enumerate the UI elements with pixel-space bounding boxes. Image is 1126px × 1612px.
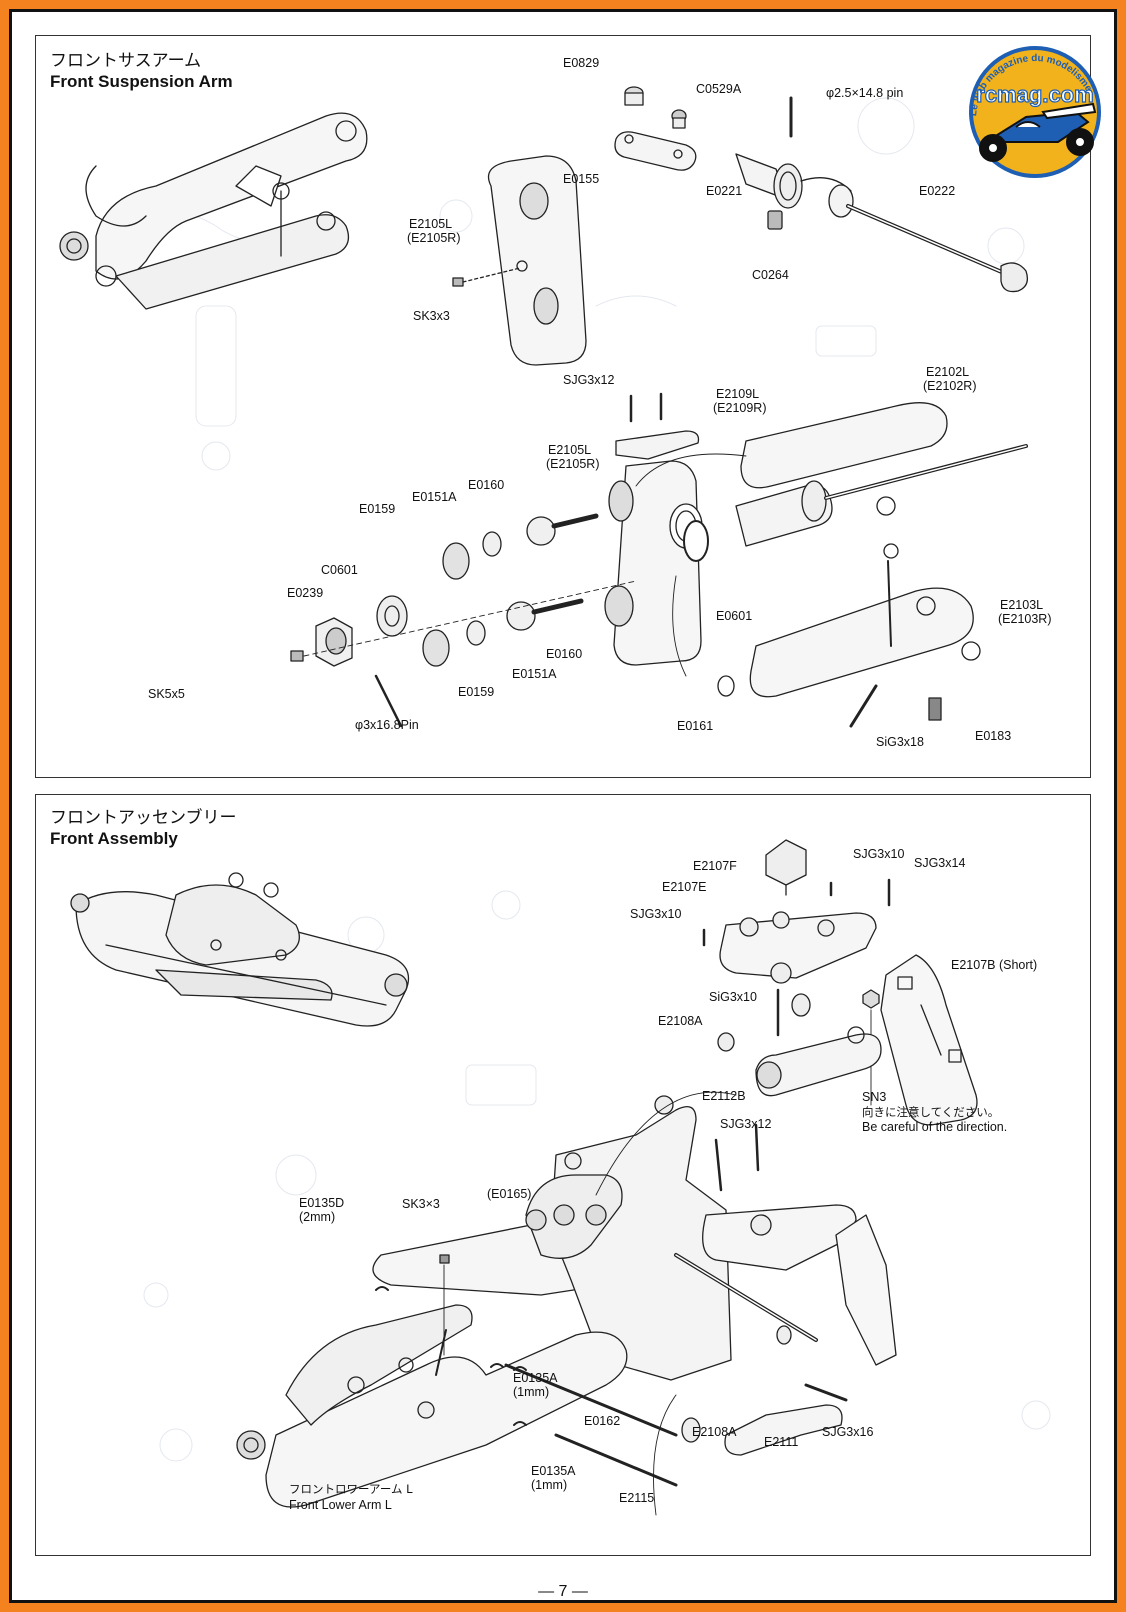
front-assembly-exploded-drawing: [70, 839, 1051, 1516]
driveshaft-top: [735, 96, 1029, 293]
front-assembly-panel: フロントアッセンブリー Front Assembly: [35, 794, 1091, 1556]
section-title-en: Front Suspension Arm: [50, 71, 233, 91]
label-e0159-top: E0159: [359, 502, 396, 516]
lower-main-assembly: [236, 1091, 897, 1516]
upright-top: [452, 155, 587, 366]
label-e2103l: E2103L: [1000, 598, 1044, 612]
page-number: — 7 —: [538, 1583, 588, 1600]
label-note-jp: 向きに注意してください。: [862, 1105, 1000, 1119]
label-e0161: E0161: [677, 719, 714, 733]
label-e2112b: E2112B: [702, 1089, 746, 1103]
label-e2111: E2111: [764, 1435, 799, 1449]
label-sjg3x12: SJG3x12: [720, 1117, 772, 1131]
buggy-icon: [979, 102, 1097, 162]
label-c0529a: C0529A: [696, 82, 742, 96]
label-e2109r: (E2109R): [713, 401, 767, 415]
label-e0135d-size: (2mm): [299, 1210, 336, 1224]
label-sjg3x10-a: SJG3x10: [853, 847, 905, 861]
assembled-arm-illustration: [59, 112, 368, 310]
label-e0160-bot: E0160: [546, 647, 583, 661]
label-e2107f: E2107F: [693, 859, 737, 873]
label-e2108a-bot: E2108A: [692, 1425, 737, 1439]
background-ghost-art: [143, 890, 1051, 1462]
label-sjg3x14: SJG3x14: [914, 856, 966, 870]
logo-text: rcmag.com: [976, 82, 1093, 107]
label-e0162: E0162: [584, 1414, 621, 1428]
label-e0135a-top: E0135A: [513, 1371, 558, 1385]
label-e0155: E0155: [563, 172, 600, 186]
label-e0135a-bot: E0135A: [531, 1464, 576, 1478]
label-e2105l-top: E2105L: [409, 217, 453, 231]
label-lower-arm-en: Front Lower Arm L: [289, 1498, 392, 1512]
section-title: フロントアッセンブリー Front Assembly: [50, 808, 237, 848]
label-e0222: E0222: [919, 184, 956, 198]
label-e0601: E0601: [716, 609, 753, 623]
label-e2103r: (E2103R): [998, 612, 1052, 626]
label-e0135d: E0135D: [299, 1196, 345, 1210]
rcmag-logo[interactable]: Le web magazine du modelisme rcmag.com: [958, 42, 1110, 178]
assembled-front-illustration: [70, 872, 410, 1027]
label-c0264: C0264: [752, 268, 789, 282]
label-e0151a-top: E0151A: [412, 490, 457, 504]
label-e2102l: E2102L: [926, 365, 970, 379]
label-e0135a-bot-size: (1mm): [531, 1478, 568, 1492]
label-sig3x18: SiG3x18: [876, 735, 924, 749]
label-sk3x3: SK3x3: [413, 309, 450, 323]
section-title-jp: フロントアッセンブリー: [50, 808, 237, 828]
label-e0829: E0829: [563, 56, 600, 70]
label-sn3: SN3: [862, 1090, 887, 1104]
damper-stay-group: [702, 839, 978, 1126]
label-e2109l: E2109L: [716, 387, 760, 401]
label-e0135a-top-size: (1mm): [513, 1385, 550, 1399]
label-e2105r-mid: (E2105R): [546, 457, 600, 471]
label-e0183: E0183: [975, 729, 1012, 743]
section-title-jp: フロントサスアーム: [50, 51, 202, 71]
label-e2102r: (E2102R): [923, 379, 977, 393]
middle-assembly: [290, 392, 1028, 728]
label-note-en: Be careful of the direction.: [862, 1120, 1008, 1134]
section-title: フロントサスアーム Front Suspension Arm: [50, 51, 233, 91]
label-sk5x5: SK5x5: [148, 687, 185, 701]
manual-page: フロントサスアーム Front Suspension Arm: [9, 9, 1117, 1603]
label-sig3x10: SiG3x10: [709, 990, 757, 1004]
label-sk3x3: SK3×3: [402, 1197, 440, 1211]
label-e2108a-top: E2108A: [658, 1014, 703, 1028]
suspension-arm-exploded-drawing: [59, 86, 1029, 728]
label-e0159-bot: E0159: [458, 685, 495, 699]
front-suspension-arm-panel: フロントサスアーム Front Suspension Arm: [35, 35, 1091, 778]
section-title-en: Front Assembly: [50, 828, 178, 848]
rod-end-group: [614, 86, 697, 171]
label-sjg3x16: SJG3x16: [822, 1425, 874, 1439]
label-c0601: C0601: [321, 563, 358, 577]
label-e2107b: E2107B (Short): [951, 958, 1038, 972]
label-e0160-top: E0160: [468, 478, 505, 492]
label-sjg3x12: SJG3x12: [563, 373, 615, 387]
label-e0151a-bot: E0151A: [512, 667, 557, 681]
label-e2105l-mid: E2105L: [548, 443, 592, 457]
label-sjg3x10-b: SJG3x10: [630, 907, 682, 921]
label-e0165: (E0165): [487, 1187, 532, 1201]
label-lower-arm-jp: フロントロワーアーム L: [289, 1482, 413, 1496]
label-e0239: E0239: [287, 586, 324, 600]
label-pin-2-5: φ2.5×14.8 pin: [826, 86, 904, 100]
label-e2115: E2115: [619, 1491, 655, 1505]
label-e0221: E0221: [706, 184, 743, 198]
label-pin-3: φ3x16.8Pin: [355, 718, 419, 732]
label-e2107e: E2107E: [662, 880, 707, 894]
label-e2105r-top: (E2105R): [407, 231, 461, 245]
